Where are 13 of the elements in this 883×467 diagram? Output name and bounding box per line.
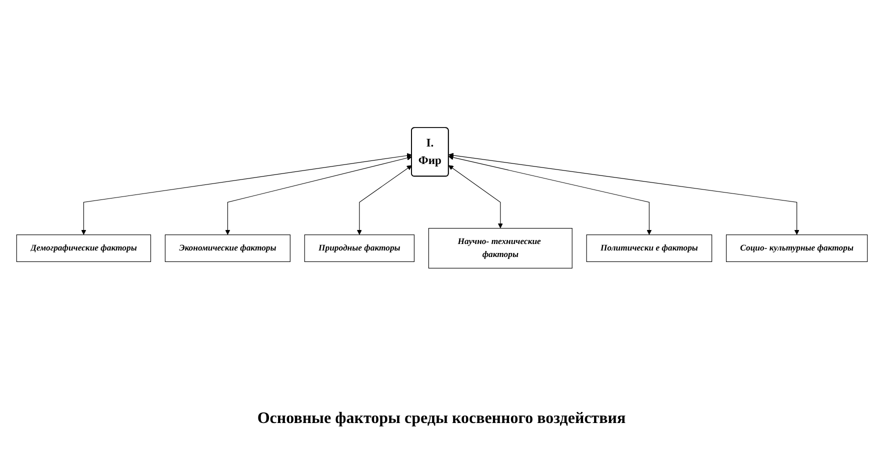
node-box: Демографические факторы xyxy=(16,234,151,262)
node-box: Научно- технические факторы xyxy=(428,228,572,269)
arrow xyxy=(448,165,502,228)
node-box: Политически е факторы xyxy=(586,234,712,262)
node-box: Природные факторы xyxy=(304,234,414,262)
arrow xyxy=(80,153,412,235)
caption: Основные факторы среды косвенного воздействия xyxy=(257,410,626,428)
arrow xyxy=(356,165,412,235)
node-box: Экономические факторы xyxy=(164,234,290,262)
arrow xyxy=(448,155,652,235)
arrow xyxy=(448,152,799,235)
arrow xyxy=(224,156,412,235)
node-box: Социо- культурные факторы xyxy=(726,234,868,262)
